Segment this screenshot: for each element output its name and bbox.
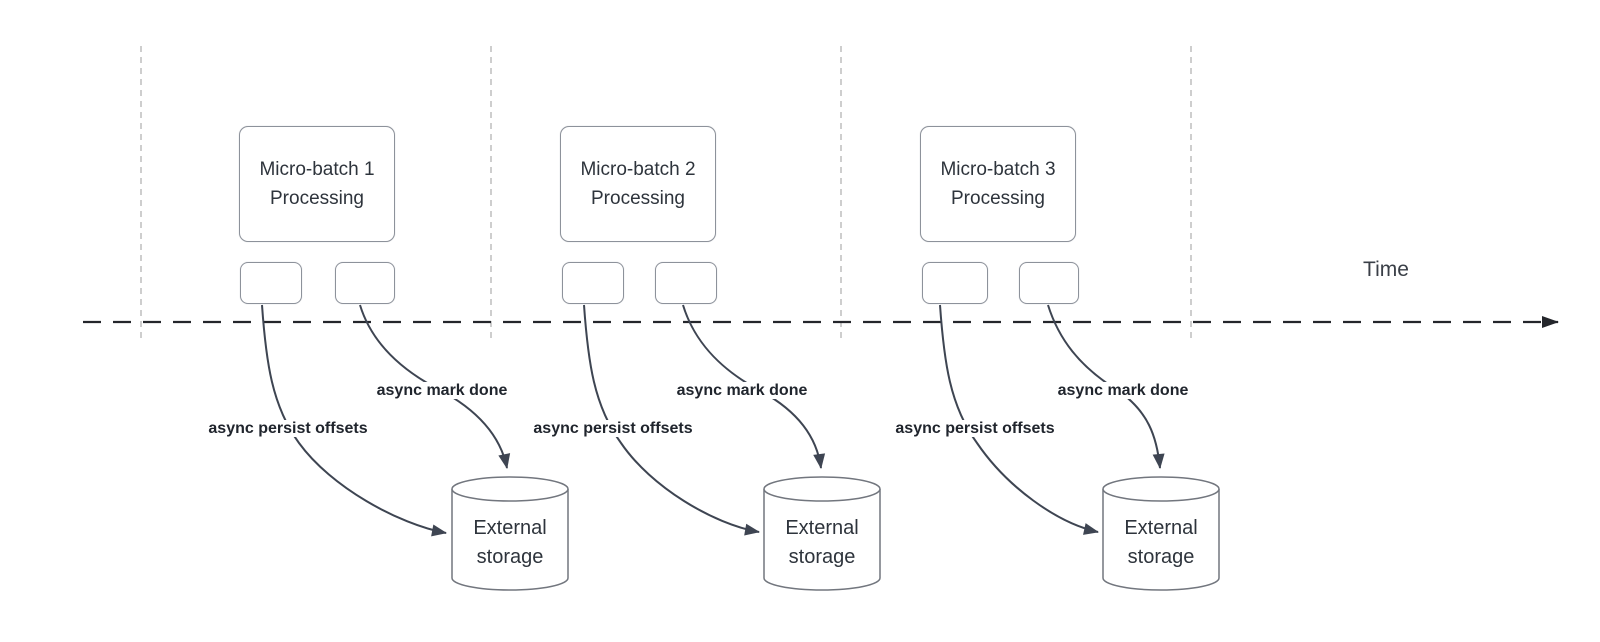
persist-offsets-arrow [261,304,447,537]
micro-batch-subtitle: Processing [951,188,1045,209]
persist-task-box [562,262,624,304]
persist-task-box [240,262,302,304]
external-storage-title: External [785,517,859,539]
mark-done-task-box [1019,262,1079,304]
persist-offsets-label: async persist offsets [893,420,1057,437]
mark-done-label: async mark done [374,382,510,399]
micro-batch-title: Micro-batch 1 [259,159,375,180]
persist-offsets-arrow [583,304,760,536]
persist-task-box [922,262,988,304]
persist-offsets-label: async persist offsets [206,420,370,437]
external-storage-label: External storage [1096,514,1226,572]
mark-done-label: async mark done [674,382,810,399]
mark-done-task-box [335,262,395,304]
external-storage-subtitle: storage [476,546,544,568]
micro-batch-title: Micro-batch 2 [580,159,696,180]
external-storage-title: External [473,517,547,539]
mark-done-task-box [655,262,717,304]
external-storage-cylinder [451,476,569,591]
micro-batch-processing-box: Micro-batch 1 Processing [239,126,395,242]
external-storage-cylinder [1102,476,1220,591]
external-storage-subtitle: storage [788,546,856,568]
micro-batch-subtitle: Processing [270,188,364,209]
external-storage-subtitle: storage [1127,546,1195,568]
micro-batch-subtitle: Processing [591,188,685,209]
micro-batch-processing-box: Micro-batch 3 Processing [920,126,1076,242]
external-storage-cylinder [763,476,881,591]
mark-done-label: async mark done [1055,382,1191,399]
micro-batch-title: Micro-batch 3 [940,159,1056,180]
micro-batch-processing-box: Micro-batch 2 Processing [560,126,716,242]
external-storage-title: External [1124,517,1198,539]
external-storage-label: External storage [445,514,575,572]
external-storage-label: External storage [757,514,887,572]
persist-offsets-label: async persist offsets [531,420,695,437]
persist-offsets-arrow [939,304,1099,535]
time-axis-label: Time [1363,258,1409,281]
